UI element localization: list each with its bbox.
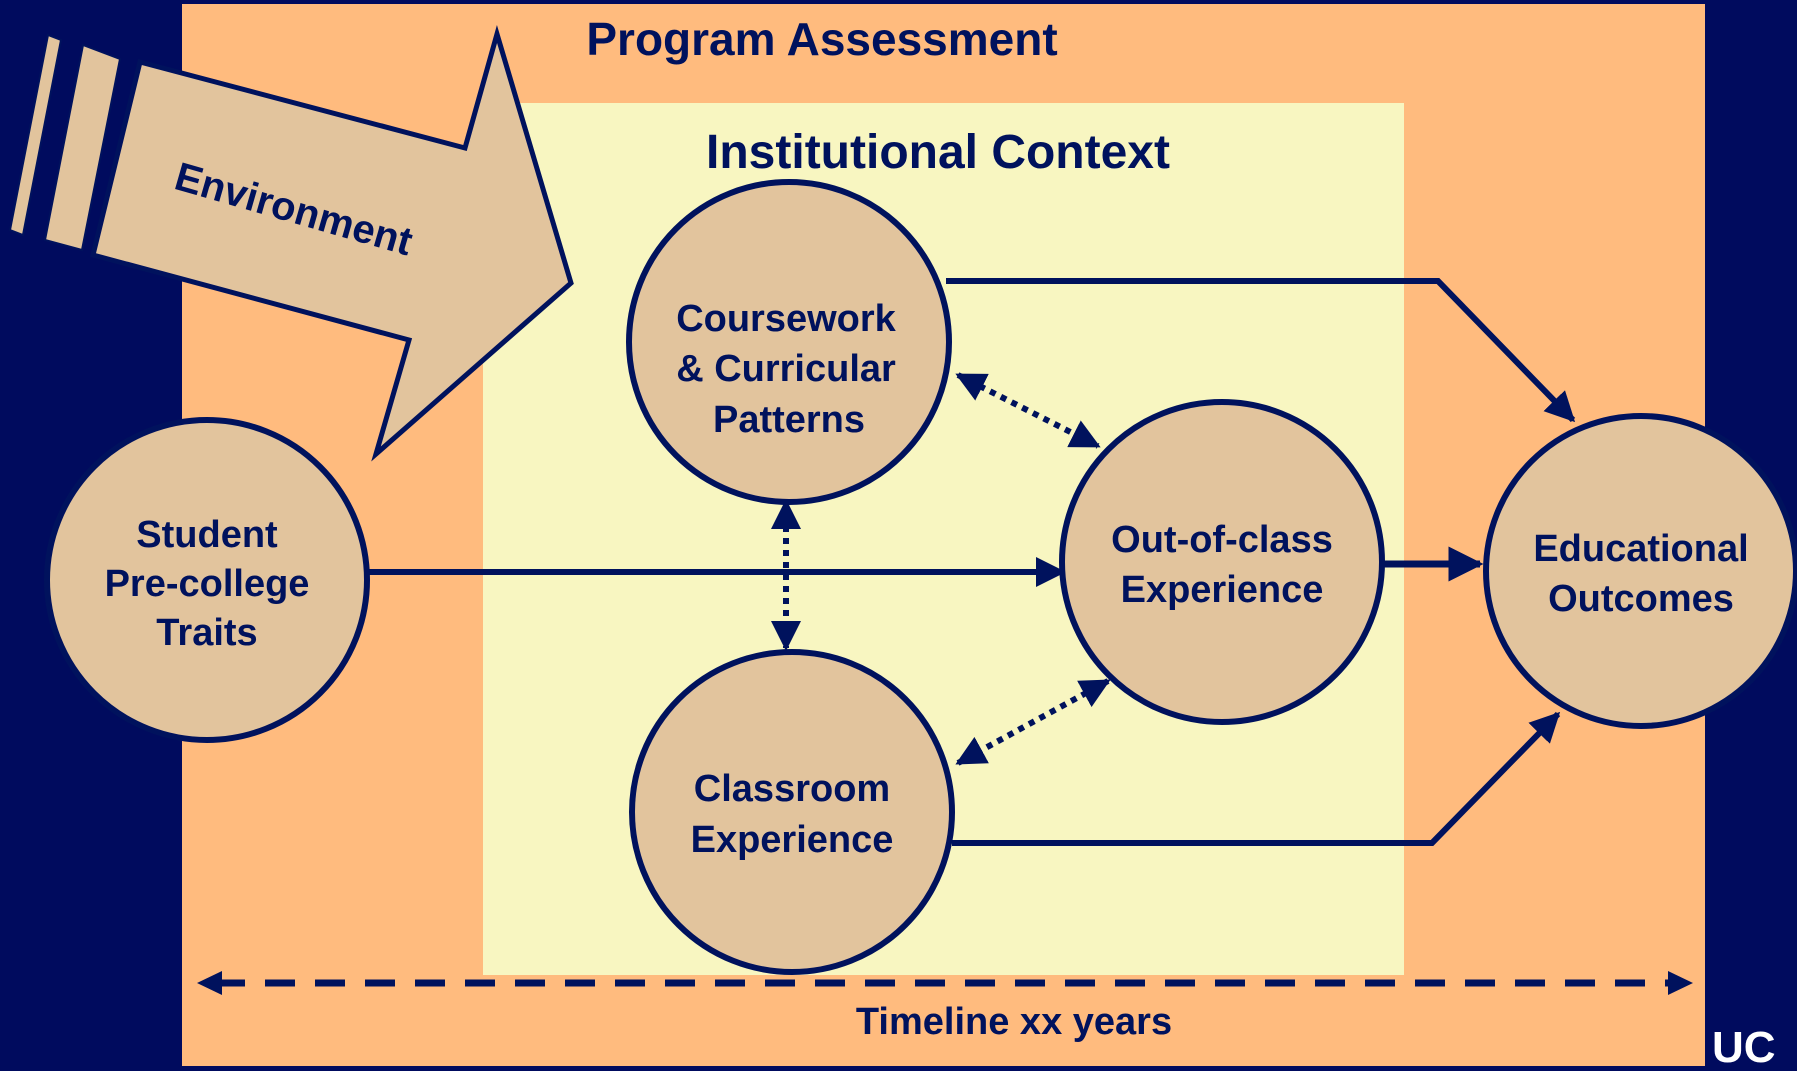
node-label: Patterns <box>713 399 865 441</box>
timeline-arrowhead-left <box>197 971 222 995</box>
arrow-coursework-to-outcomes <box>946 278 1576 423</box>
node-label: Educational <box>1533 528 1748 570</box>
node-label: Outcomes <box>1548 578 1734 620</box>
program-assessment-title: Program Assessment <box>586 13 1057 65</box>
dotted-coursework-outofclass <box>955 372 1101 449</box>
arrow-classroom-to-outcomes <box>952 711 1561 846</box>
node-label: Out-of-class <box>1111 519 1333 561</box>
timeline-label: Timeline xx years <box>856 1001 1172 1043</box>
node-label: Traits <box>156 612 257 654</box>
timeline-arrowhead-right <box>1668 971 1693 995</box>
node-outcomes: Educational Outcomes <box>1483 413 1797 729</box>
node-label: Coursework <box>676 298 896 340</box>
dotted-outofclass-classroom <box>955 678 1111 766</box>
institutional-context-title: Institutional Context <box>706 126 1170 179</box>
node-coursework: Coursework & Curricular Patterns <box>626 179 952 505</box>
node-label: & Curricular <box>676 348 896 390</box>
connectors <box>368 278 1576 846</box>
node-label: Student <box>136 514 278 556</box>
node-label: Pre-college <box>105 563 310 605</box>
node-classroom: Classroom Experience <box>629 649 955 975</box>
node-student: Student Pre-college Traits <box>44 417 370 743</box>
timeline: Timeline xx years <box>197 971 1693 1043</box>
environment-arrow: Environment <box>8 24 574 462</box>
node-label: Classroom <box>694 768 890 810</box>
node-label: Experience <box>1121 569 1324 611</box>
node-label: Experience <box>691 819 894 861</box>
logo: UC <box>1712 1023 1776 1066</box>
node-outofclass: Out-of-class Experience <box>1059 399 1385 725</box>
